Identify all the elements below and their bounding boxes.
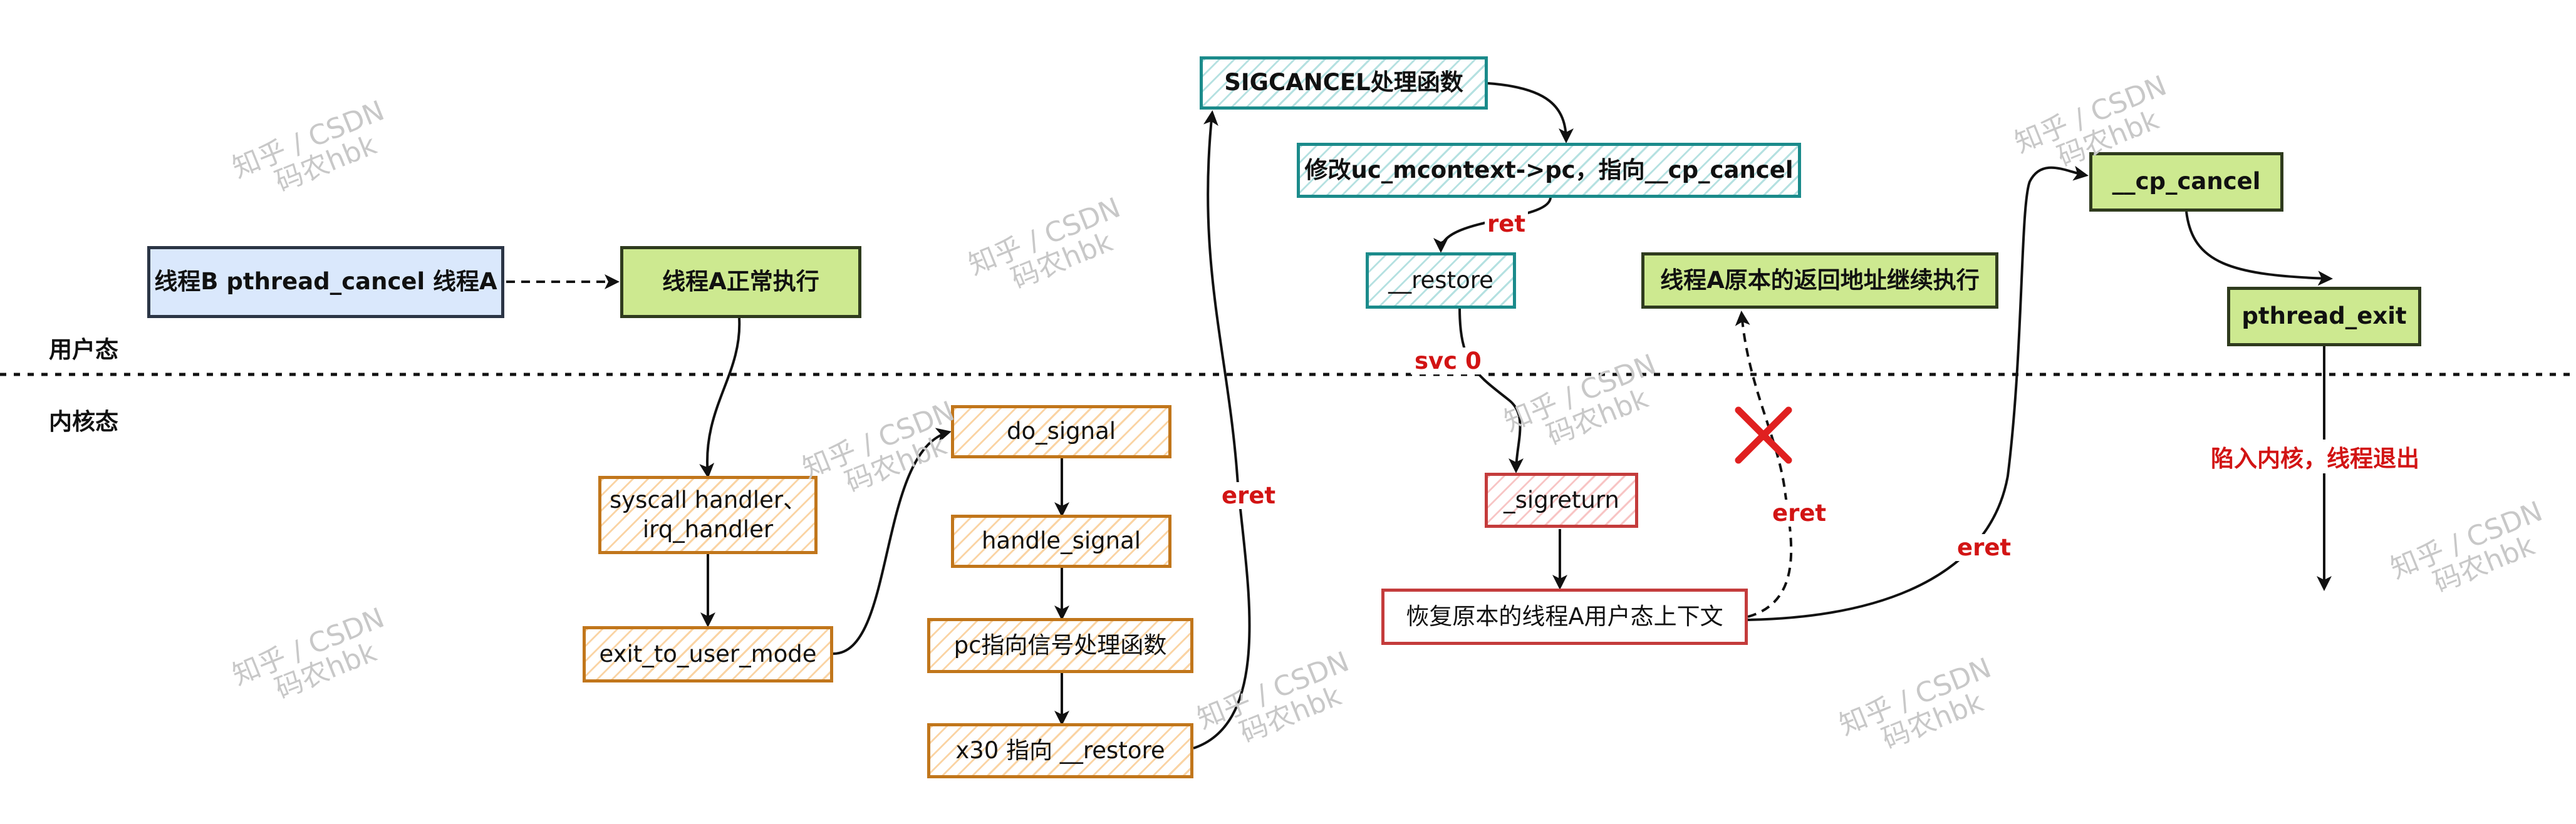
blocked-cross-icon xyxy=(1735,406,1792,464)
zone-label-user: 用户态 xyxy=(49,336,118,363)
edge-label-svc0: svc 0 xyxy=(1411,348,1485,374)
edge-restore-to-sigreturn xyxy=(1458,307,1524,473)
node-exit-to-user-mode: exit_to_user_mode xyxy=(583,626,833,682)
edge-label-exit-note: 陷入内核，线程退出 xyxy=(2208,440,2422,473)
edge-x30-to-sighandler xyxy=(1193,110,1251,749)
edge-label-ret: ret xyxy=(1485,210,1529,237)
node-continue-original: 线程A原本的返回地址继续执行 xyxy=(1641,252,1998,309)
edge-label-eret-blocked: eret xyxy=(1770,500,1829,527)
edge-running-to-syscall xyxy=(699,317,741,478)
node-syscall-handler: syscall handler、 irq_handler xyxy=(598,476,818,554)
node-handle-signal: handle_signal xyxy=(951,515,1171,568)
edge-exit-to-dosignal xyxy=(833,428,952,655)
edge-context-to-cpcancel xyxy=(1747,165,2089,621)
edge-label-eret-cancel: eret xyxy=(1955,534,2014,561)
node-sigcancel-handler: SIGCANCEL处理函数 xyxy=(1200,56,1488,110)
node-modify-pc: 修改uc_mcontext->pc，指向__cp_cancel xyxy=(1297,143,1801,198)
node-pc-to-handler: pc指向信号处理函数 xyxy=(927,618,1193,673)
edge-sighandler-to-modify xyxy=(1487,82,1574,143)
node-x30-restore: x30 指向 __restore xyxy=(927,723,1193,778)
edge-context-to-continue xyxy=(1735,311,1793,618)
node-sigreturn: _sigreturn xyxy=(1485,473,1638,528)
node-do-signal: do_signal xyxy=(951,405,1171,458)
edge-label-eret-signal: eret xyxy=(1219,482,1279,509)
node-thread-b-cancel: 线程B pthread_cancel 线程A xyxy=(147,246,504,318)
edge-cpcancel-to-pthreadexit xyxy=(2185,211,2333,286)
node-restore-context: 恢复原本的线程A用户态上下文 xyxy=(1381,589,1748,645)
node-thread-a-running: 线程A正常执行 xyxy=(620,246,861,318)
zone-label-kernel: 内核态 xyxy=(49,408,118,435)
node-restore: __restore xyxy=(1366,252,1516,309)
node-pthread-exit: pthread_exit xyxy=(2227,287,2421,346)
node-cp-cancel: __cp_cancel xyxy=(2089,152,2283,212)
